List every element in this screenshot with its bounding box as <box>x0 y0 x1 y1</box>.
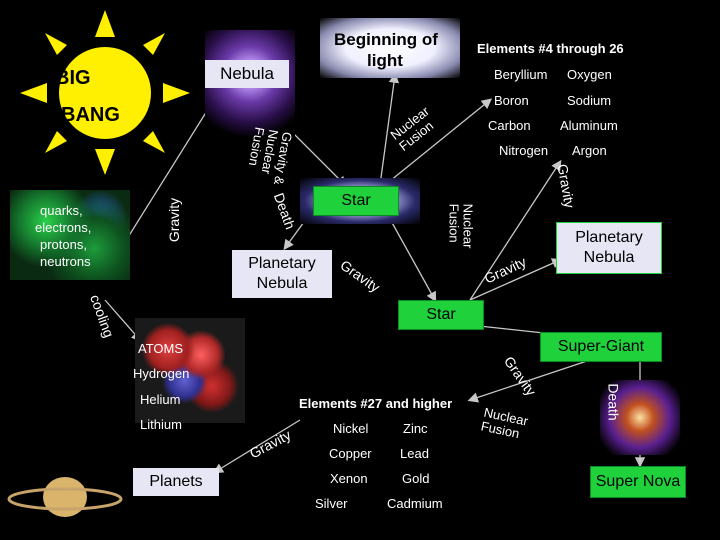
element-oxygen: Oxygen <box>567 67 612 82</box>
beginning-of-light-line2: light <box>367 51 403 70</box>
arrow-star-to-elements <box>384 98 493 186</box>
atoms-image <box>135 318 245 423</box>
planetary-nebula-right-line2: Nebula <box>583 249 635 266</box>
element-xenon: Xenon <box>330 471 368 486</box>
element-silver: Silver <box>315 496 348 511</box>
element-beryllium: Beryllium <box>494 67 548 82</box>
element-argon: Argon <box>572 143 607 158</box>
atom-helium: Helium <box>140 392 181 407</box>
element-gold: Gold <box>402 471 430 486</box>
planets-label: Planets <box>133 468 219 496</box>
particles-electrons: electrons, <box>35 220 92 235</box>
super-nova-image <box>600 380 680 455</box>
super-nova-label: Super Nova <box>590 466 686 498</box>
gravity-nuclear-fusion-label: Gravity & Nuclear Fusion <box>243 126 295 186</box>
beginning-of-light-line1: Beginning of <box>334 30 438 49</box>
element-nickel: Nickel <box>333 421 369 436</box>
elements-4-26-title: Elements #4 through 26 <box>477 41 624 56</box>
nf-mid-line2: Fusion <box>446 203 462 243</box>
super-giant-label: Super-Giant <box>540 332 662 362</box>
nebula-label: Nebula <box>205 60 289 88</box>
big-label: BIG <box>55 67 91 89</box>
atom-hydrogen: Hydrogen <box>133 366 190 381</box>
planetary-nebula-right-line1: Planetary <box>575 229 643 246</box>
arrow-particles-to-nebula <box>119 87 222 251</box>
planetary-nebula-right: Planetary Nebula <box>556 222 662 274</box>
death-label-right: Death <box>605 383 622 421</box>
particles-neutrons: neutrons <box>40 254 91 269</box>
star-mid-label: Star <box>398 300 484 330</box>
element-aluminum: Aluminum <box>560 118 618 133</box>
atoms-title: ATOMS <box>138 341 184 356</box>
particles-quarks: quarks, <box>40 203 83 218</box>
element-carbon: Carbon <box>488 118 531 133</box>
star-top-label: Star <box>313 186 399 216</box>
big-bang-sun: BIG BANG <box>15 5 195 175</box>
particles-image <box>10 190 130 280</box>
planetary-nebula-left-line2: Nebula <box>256 275 308 292</box>
arrow-star-to-planetary-right <box>469 258 563 301</box>
element-lead: Lead <box>400 446 429 461</box>
arrow-star-to-elements-right <box>469 159 562 301</box>
planetary-nebula-left: Planetary Nebula <box>232 250 332 298</box>
bang-label: BANG <box>61 104 120 126</box>
arrow-cooling-to-atoms <box>104 299 142 342</box>
arrow-star-to-beginning <box>379 72 400 186</box>
element-zinc: Zinc <box>403 421 428 436</box>
element-copper: Copper <box>329 446 372 461</box>
atom-lithium: Lithium <box>140 417 182 432</box>
element-nitrogen: Nitrogen <box>499 143 549 158</box>
planetary-nebula-left-line1: Planetary <box>248 255 316 272</box>
elements-27-title: Elements #27 and higher <box>299 396 453 411</box>
beginning-glow <box>320 18 460 78</box>
saturn-image <box>5 455 125 535</box>
element-sodium: Sodium <box>567 93 612 108</box>
arrow-star-to-star <box>384 209 437 303</box>
element-cadmium: Cadmium <box>387 496 443 511</box>
nuclear-fusion-label-mid: Nuclear Fusion <box>446 203 476 249</box>
nf-mid-line1: Nuclear <box>460 203 476 249</box>
element-boron: Boron <box>494 93 529 108</box>
arrow-elements-to-planets <box>212 419 301 474</box>
arrow-supergiant-to-elements27 <box>467 359 591 403</box>
gravity-label-left: Gravity <box>166 197 183 243</box>
particles-protons: protons, <box>40 237 87 252</box>
